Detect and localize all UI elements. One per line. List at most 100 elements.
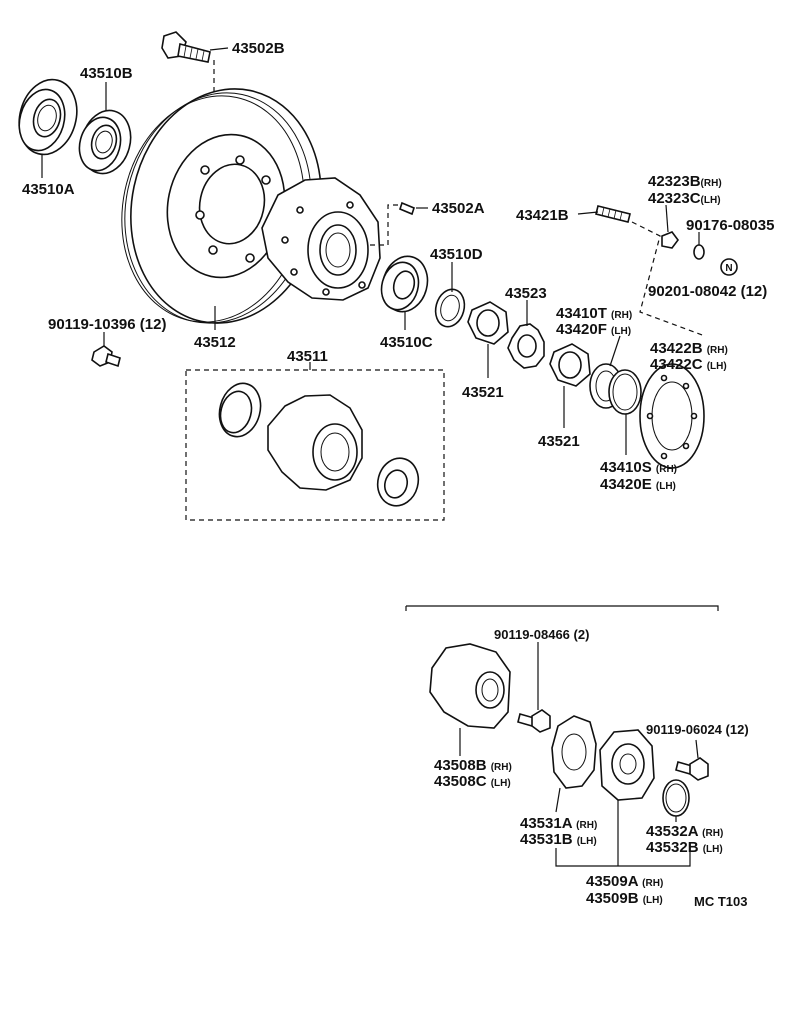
part-code: 43422B xyxy=(650,340,703,357)
label-43510C: 43510C xyxy=(380,334,433,351)
part-code: 90119-08466 xyxy=(494,627,570,642)
part-code: 43509A xyxy=(586,873,639,890)
axle-hub-drawing xyxy=(261,177,381,301)
label-43531A: 43531A (RH) xyxy=(520,815,597,832)
part-qty: (12) xyxy=(741,283,768,300)
part-code: 43531A xyxy=(520,815,573,832)
label-43523: 43523 xyxy=(505,285,547,302)
hub-bolt-leader xyxy=(370,204,408,246)
part-side: (LH) xyxy=(701,195,721,206)
label-43422C: 43422C (LH) xyxy=(650,356,727,373)
stud-leader xyxy=(631,221,706,337)
part-side: (LH) xyxy=(707,361,727,372)
part-side: (RH) xyxy=(702,828,723,839)
part-code: 43410S xyxy=(600,459,652,476)
label-43511: 43511 xyxy=(287,348,328,365)
part-side: (LH) xyxy=(491,778,511,789)
part-code: 42323B xyxy=(648,173,701,190)
label-42323B: 42323B(RH) xyxy=(648,173,722,190)
part-code: 90201-08042 xyxy=(648,283,736,300)
freewheel-body-drawing xyxy=(429,643,511,729)
label-43509A: 43509A (RH) xyxy=(586,873,663,890)
part-side: (LH) xyxy=(643,895,663,906)
oil-seal-drawing xyxy=(18,78,78,156)
label-43521-upper: 43521 xyxy=(462,384,504,401)
label-90119-08466: 90119-08466 (2) xyxy=(494,627,589,642)
label-90119-06024: 90119-06024 (12) xyxy=(646,722,749,737)
part-code: 43410T xyxy=(556,305,607,322)
part-code: 43422C xyxy=(650,356,703,373)
part-side: (LH) xyxy=(577,836,597,847)
part-side: (RH) xyxy=(656,464,677,475)
part-qty: (12) xyxy=(726,722,749,737)
part-code: 90119-06024 xyxy=(646,722,723,737)
part-code: 43532B xyxy=(646,839,699,856)
label-43532A: 43532A (RH) xyxy=(646,823,723,840)
label-90176-08035: 90176-08035 xyxy=(686,217,774,234)
inner-bearing-drawing xyxy=(380,255,429,313)
label-43410T: 43410T (RH) xyxy=(556,305,632,322)
label-43420E: 43420E (LH) xyxy=(600,476,676,493)
label-43521-lower: 43521 xyxy=(538,433,580,450)
label-43532B: 43532B (LH) xyxy=(646,839,723,856)
outer-bearing-drawing xyxy=(78,109,132,175)
part-side: (RH) xyxy=(491,762,512,773)
knock-pin-drawing xyxy=(399,201,415,216)
label-90119-10396: 90119-10396 (12) xyxy=(48,316,166,333)
freewheel-cover-drawing xyxy=(599,729,655,801)
stud-bolt-drawing xyxy=(595,205,631,223)
part-code: 43509B xyxy=(586,890,639,907)
label-43510A: 43510A xyxy=(22,181,75,198)
inner-seal-drawing xyxy=(434,288,466,328)
part-side: (RH) xyxy=(611,310,632,321)
part-code: 43531B xyxy=(520,831,573,848)
part-code: 43508B xyxy=(434,757,487,774)
label-43422B: 43422B (RH) xyxy=(650,340,728,357)
label-90201-08042: 90201-08042 (12) xyxy=(648,283,767,300)
label-43531B: 43531B (LH) xyxy=(520,831,597,848)
part-code: 42323C xyxy=(648,190,701,207)
label-43502B: 43502B xyxy=(232,40,285,57)
part-side: (RH) xyxy=(576,820,597,831)
o-ring-drawing xyxy=(662,779,690,817)
label-43510B: 43510B xyxy=(80,65,133,82)
spring-washer-drawing xyxy=(693,244,705,260)
part-code: 43508C xyxy=(434,773,487,790)
nut-symbol-circle xyxy=(720,258,738,276)
label-43512: 43512 xyxy=(194,334,236,351)
part-code: 43420E xyxy=(600,476,652,493)
cover-bolt-drawing xyxy=(675,757,709,781)
lower-section-bracket xyxy=(405,605,719,611)
nut-symbol: N xyxy=(725,263,732,274)
cover-gasket-drawing xyxy=(551,715,597,789)
hub-bolt-drawing xyxy=(161,31,215,92)
label-43421B: 43421B xyxy=(516,207,569,224)
part-side: (LH) xyxy=(611,326,631,337)
part-side: (RH) xyxy=(642,878,663,889)
part-code: 43420F xyxy=(556,321,607,338)
label-43508C: 43508C (LH) xyxy=(434,773,511,790)
label-43502A: 43502A xyxy=(432,200,485,217)
label-43410S: 43410S (RH) xyxy=(600,459,677,476)
part-side: (LH) xyxy=(703,844,723,855)
assembly-box-43511 xyxy=(185,369,445,521)
label-43420F: 43420F (LH) xyxy=(556,321,631,338)
cone-washer-drawing xyxy=(661,231,679,249)
label-43510D: 43510D xyxy=(430,246,483,263)
part-code: 43532A xyxy=(646,823,699,840)
small-bolt-drawing xyxy=(91,345,121,368)
figure-code: MC T103 xyxy=(694,894,747,909)
label-43509B: 43509B (LH) xyxy=(586,890,663,907)
flange-gasket-drawing xyxy=(639,363,705,469)
label-42323C: 42323C(LH) xyxy=(648,190,721,207)
part-qty: (2) xyxy=(574,627,590,642)
leader-lines xyxy=(41,47,700,867)
label-43508B: 43508B (RH) xyxy=(434,757,512,774)
lock-nut-upper-drawing xyxy=(467,301,509,345)
lock-washer-drawing xyxy=(507,323,545,369)
part-side: (RH) xyxy=(701,178,722,189)
part-side: (RH) xyxy=(707,345,728,356)
lock-nut-lower-drawing xyxy=(549,343,591,387)
